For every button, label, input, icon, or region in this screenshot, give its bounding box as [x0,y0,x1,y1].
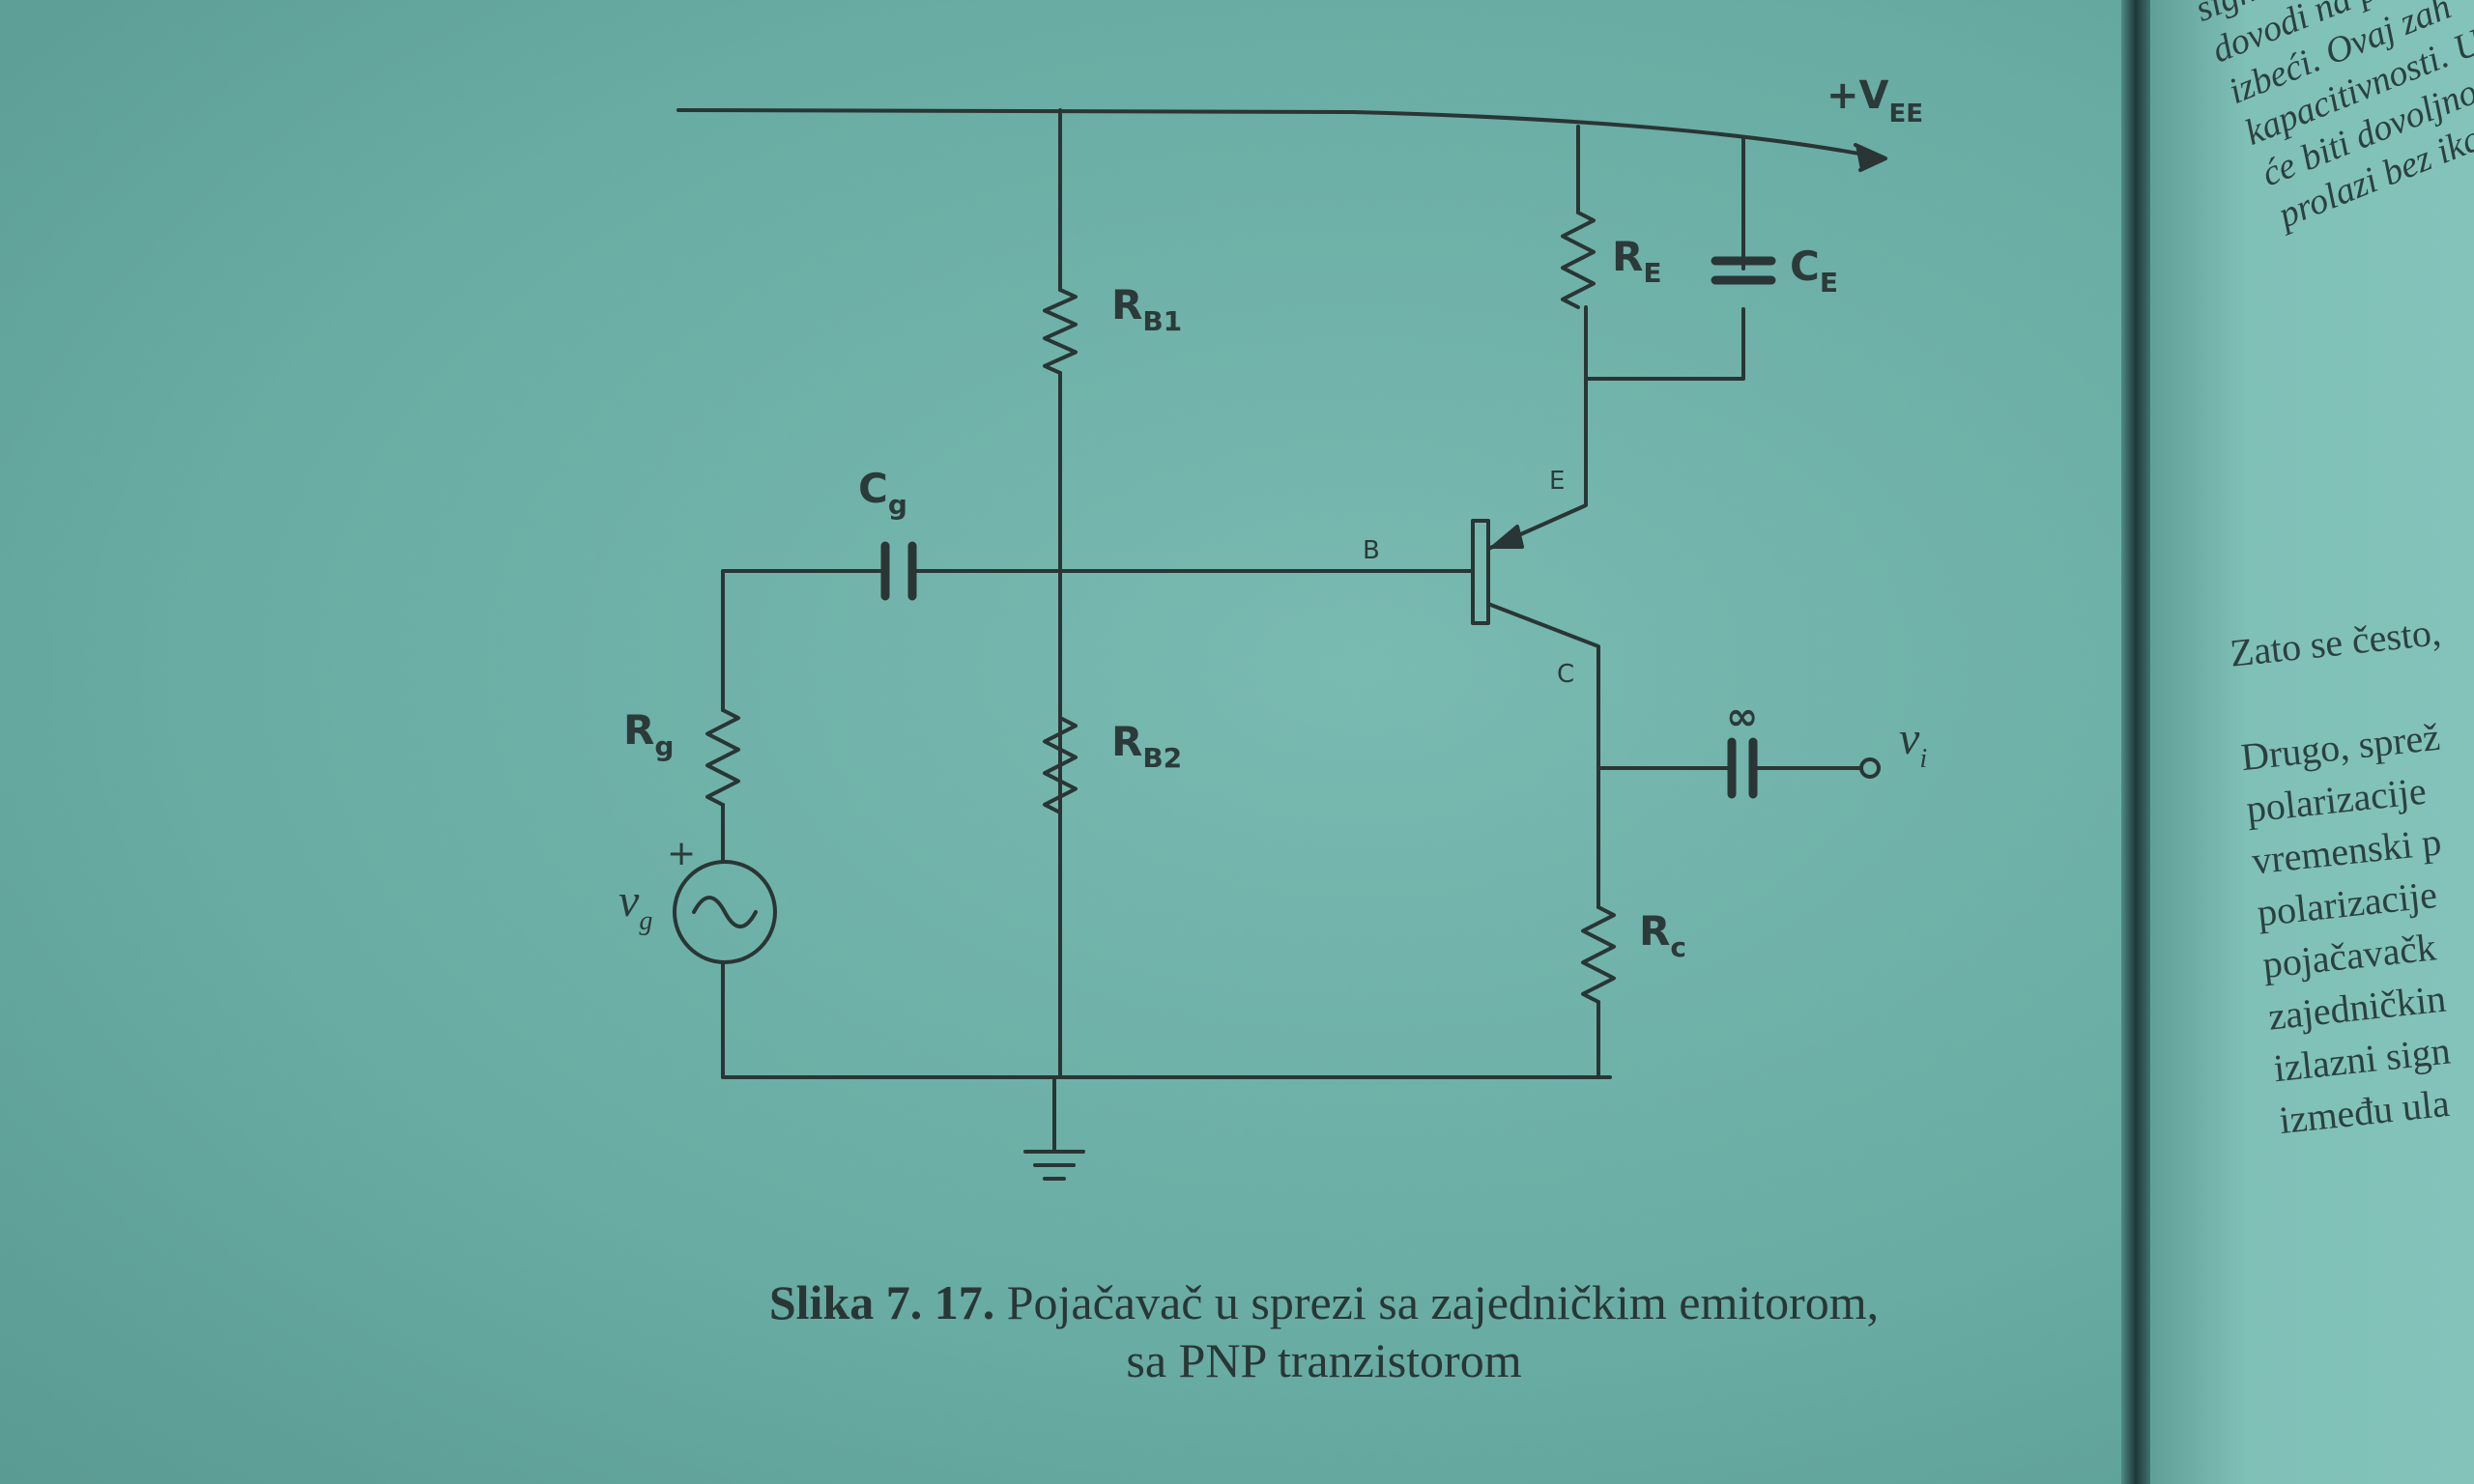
collector-label: C [1557,660,1574,689]
capacitor-ce [1711,256,1776,285]
cg-label: Cg [858,465,907,521]
right-page-body-text: Zato se često, Drugo, sprež polarizacije… [2228,606,2474,1147]
capacitor-out [1727,737,1758,799]
vg-label: vg [618,875,652,936]
resistor-rg [705,708,740,807]
ce-label: CE [1790,243,1838,299]
caption-line2: sa PNP tranzistorom [1126,1333,1522,1387]
rg-label: Rg [623,706,674,762]
re-label: RE [1612,233,1661,289]
book-spine [2121,0,2150,1484]
infinity-label: ∞ [1726,695,1758,739]
capacitor-cg [880,541,917,601]
resistor-rc [1581,905,1616,1004]
base-wire [721,569,1475,712]
emitter-label: E [1549,467,1565,496]
rg-wire [721,803,1612,1079]
base-label: B [1363,536,1380,565]
supply-rail [676,108,1882,159]
emitter-wire [1486,125,1745,551]
supply-label: +VEE [1827,73,1923,128]
resistor-rb1 [1043,288,1078,375]
right-page-top-text: signal dovodi na p izbeći. Ovaj zah kapa… [2189,0,2474,238]
rb1-label: RB1 [1111,281,1182,337]
caption-number: Slika 7. 17. [768,1275,995,1329]
caption-line1: Pojačavač u sprezi sa zajedničkim emitor… [1006,1275,1880,1329]
rc-label: Rc [1639,907,1686,963]
output-terminal [1859,757,1881,779]
emitter-arrow [1491,525,1524,549]
ground-wire [1023,1075,1085,1181]
plus-sign: + [667,834,696,873]
supply-arrow [1854,143,1887,172]
sine-icon [692,896,758,928]
circuit-diagram: +VEE RB1 RB2 RE CE Rc Rg Cg vg vi + ∞ B … [618,73,1927,1181]
rb2-label: RB2 [1111,718,1182,774]
resistor-rb2 [1043,716,1078,814]
vi-label: vi [1899,713,1927,774]
figure-caption: Slika 7. 17. Pojačavač u sprezi sa zajed… [676,1273,1971,1389]
signal-source [673,860,777,964]
transistor-base [1471,519,1490,625]
resistor-re [1561,211,1596,309]
collector-wire [1486,602,1862,1079]
right-page: signal dovodi na p izbeći. Ovaj zah kapa… [2150,0,2474,1484]
